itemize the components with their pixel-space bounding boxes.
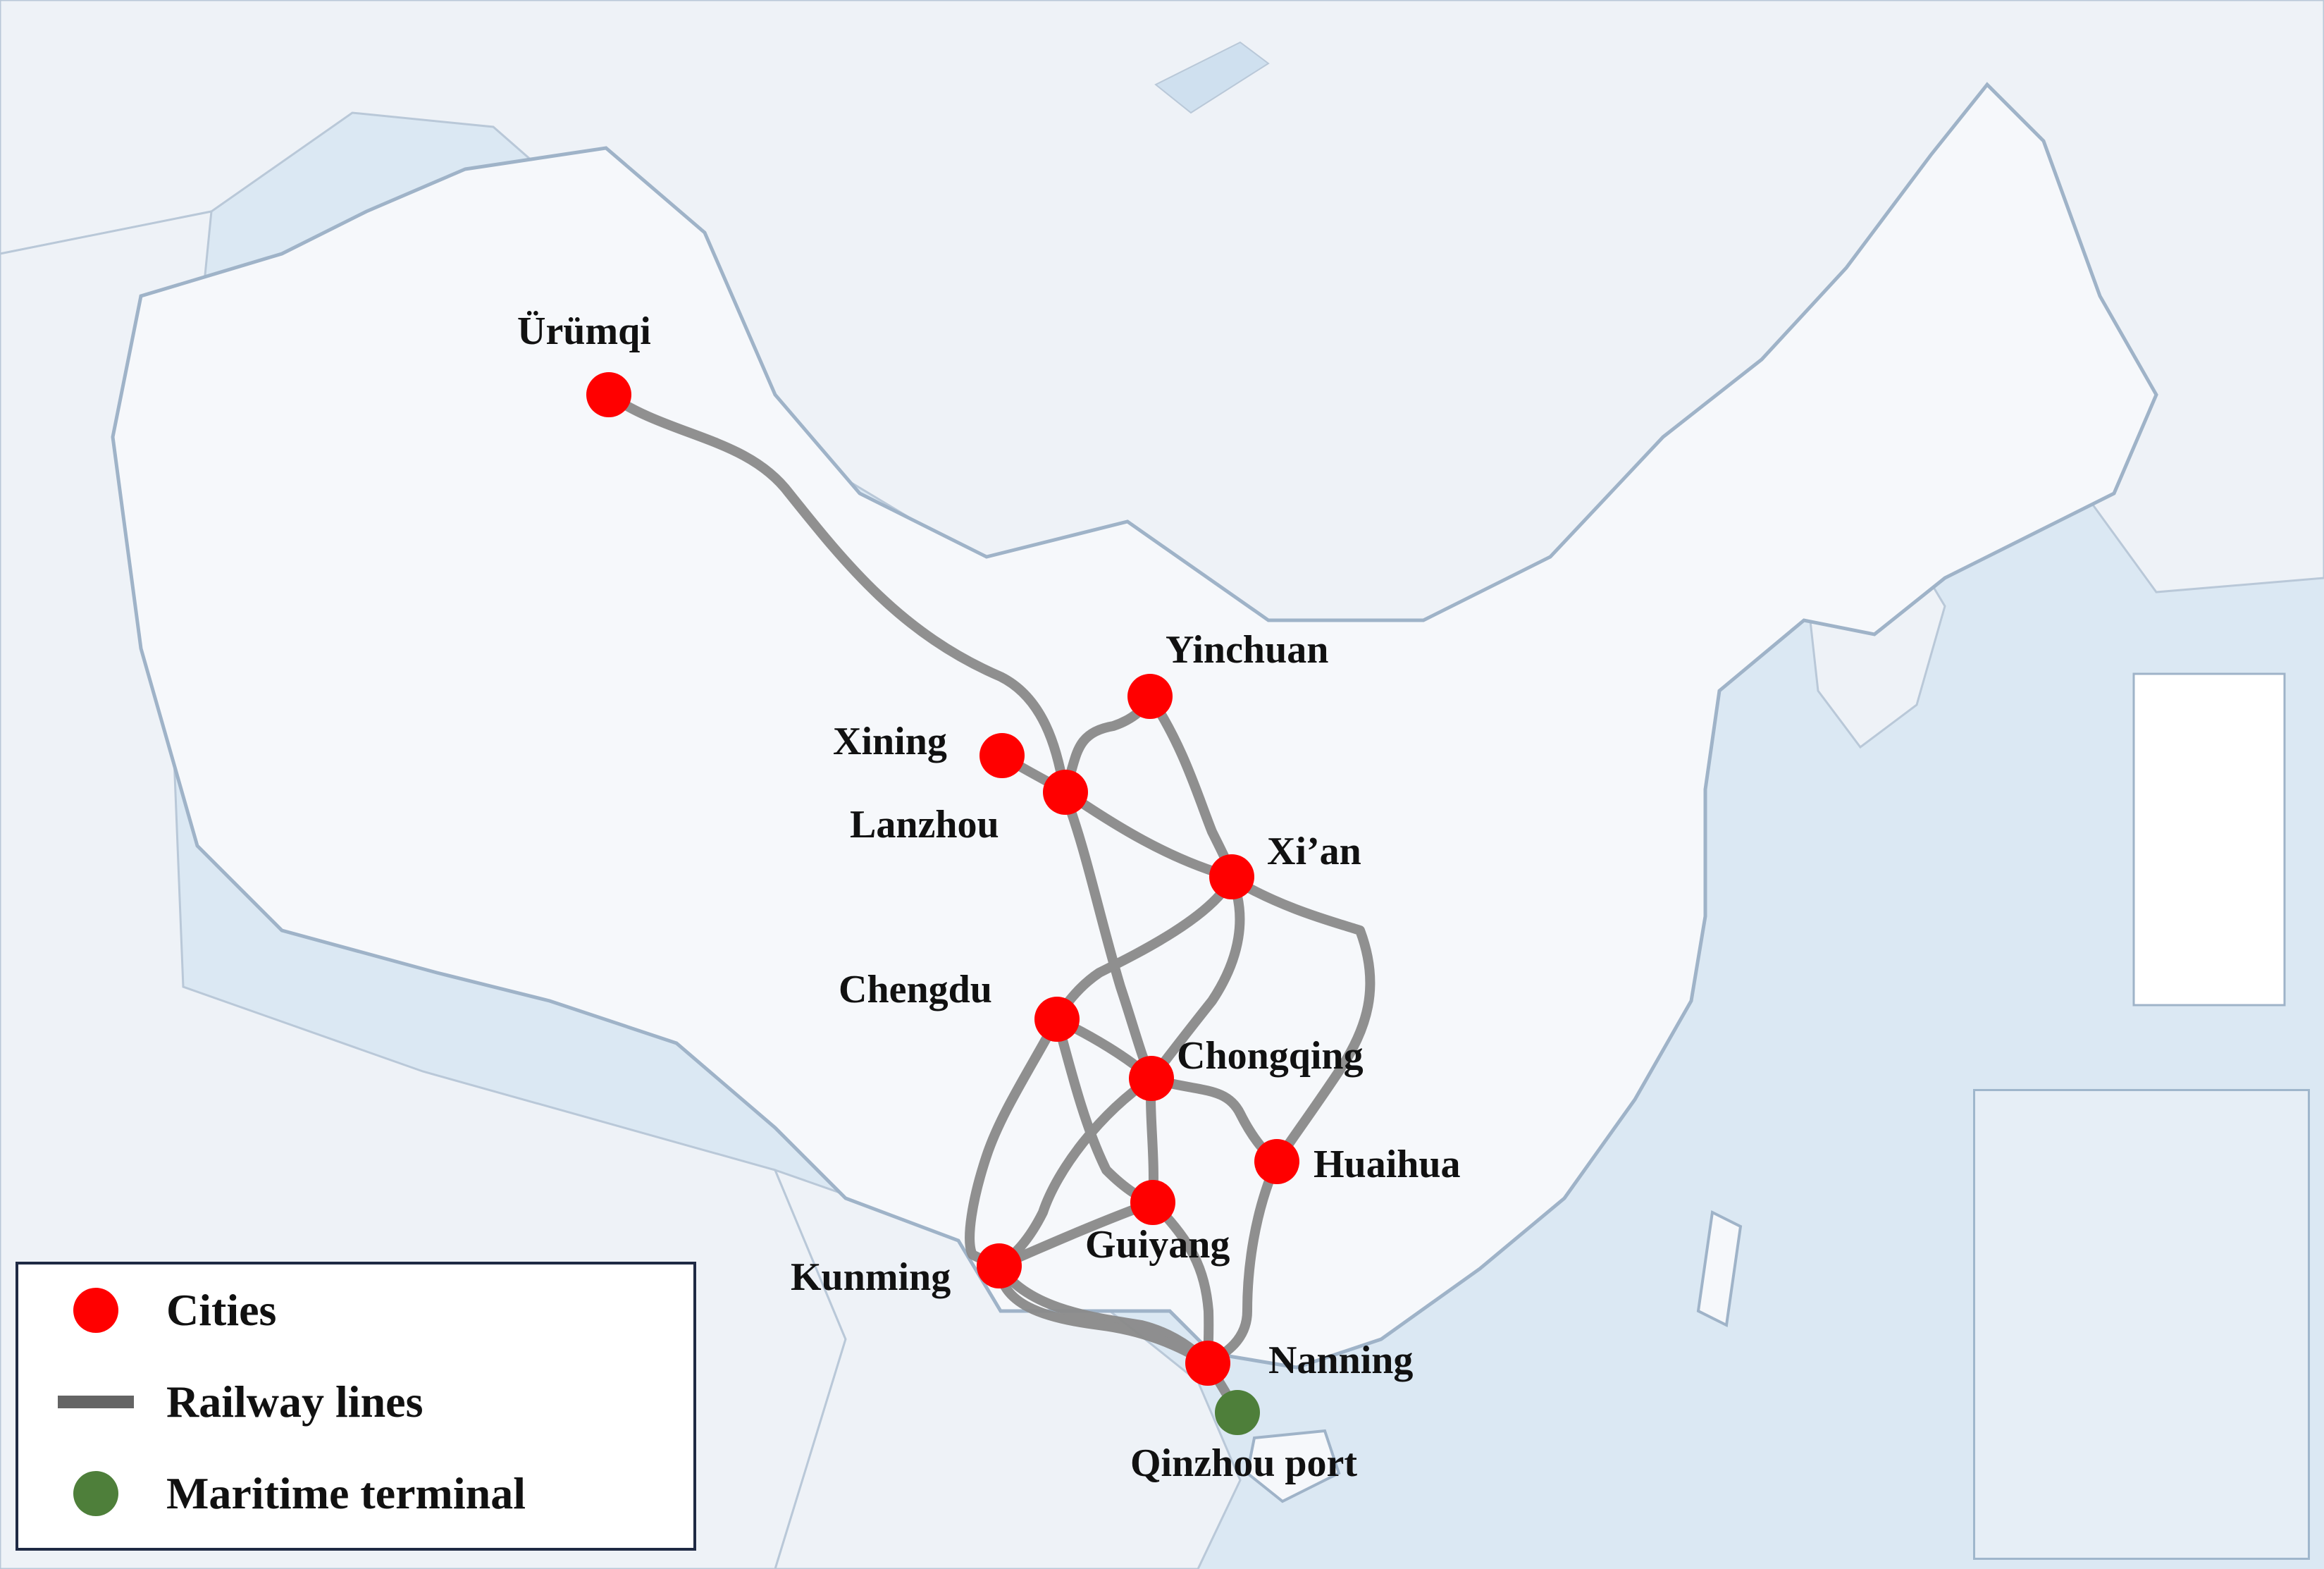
terminal-dot-icon	[73, 1471, 118, 1516]
legend: Cities Railway lines Maritime terminal	[16, 1262, 696, 1551]
city-marker-kunming	[977, 1243, 1022, 1288]
city-marker-urumqi	[586, 372, 631, 417]
city-dot-icon	[73, 1288, 118, 1333]
map-key-box	[2132, 672, 2286, 1007]
rail-xian-chongqing	[1146, 873, 1245, 1083]
city-marker-lanzhou	[1043, 770, 1088, 815]
label-huaihua: Huaihua	[1314, 1143, 1461, 1186]
label-xining: Xining	[833, 720, 947, 763]
legend-label-cities: Cities	[166, 1285, 277, 1335]
rail-kunming-nanning-south	[994, 1261, 1213, 1368]
legend-row-railway: Railway lines	[18, 1370, 693, 1434]
city-markers	[586, 372, 1299, 1435]
city-marker-nanning	[1185, 1341, 1230, 1386]
legend-label-terminal: Maritime terminal	[166, 1468, 526, 1518]
label-lanzhou: Lanzhou	[850, 803, 999, 847]
city-marker-xining	[979, 733, 1025, 778]
city-marker-chongqing	[1129, 1056, 1174, 1101]
rail-huaihua-nanning	[1203, 1157, 1282, 1368]
label-urumqi: Ürümqi	[517, 309, 651, 353]
city-marker-guiyang	[1130, 1180, 1175, 1225]
city-marker-xian	[1209, 854, 1254, 899]
terminal-marker-qinzhou	[1215, 1390, 1260, 1435]
label-chengdu: Chengdu	[839, 968, 992, 1011]
legend-row-terminal: Maritime terminal	[18, 1462, 693, 1525]
label-kunming: Kunming	[791, 1255, 951, 1299]
south-china-sea-inset	[1973, 1089, 2310, 1560]
label-nanning: Nanning	[1268, 1339, 1413, 1382]
hainan-island	[1245, 1429, 1341, 1503]
rail-kunming-nanning	[994, 1261, 1213, 1368]
label-chongqing: Chongqing	[1177, 1034, 1364, 1078]
label-yinchuan: Yinchuan	[1166, 628, 1328, 672]
taiwan-island	[1696, 1210, 1743, 1328]
label-xian: Xi’an	[1267, 830, 1361, 873]
city-marker-chengdu	[1034, 997, 1080, 1042]
label-qinzhou: Qinzhou port	[1130, 1441, 1357, 1485]
city-marker-yinchuan	[1127, 674, 1173, 719]
legend-row-cities: Cities	[18, 1279, 693, 1342]
label-guiyang: Guiyang	[1085, 1223, 1230, 1267]
rail-xian-huaihua	[1227, 873, 1376, 1167]
city-marker-huaihua	[1254, 1139, 1299, 1184]
legend-label-railway: Railway lines	[166, 1377, 424, 1427]
city-labels: Ürümqi Yinchuan Xining Lanzhou Xi’an Che…	[517, 309, 1461, 1485]
rail-urumqi-lanzhou	[604, 390, 1069, 794]
lake	[1154, 41, 1270, 114]
railway-lines	[604, 390, 1376, 1417]
railway-line-icon	[58, 1396, 134, 1408]
